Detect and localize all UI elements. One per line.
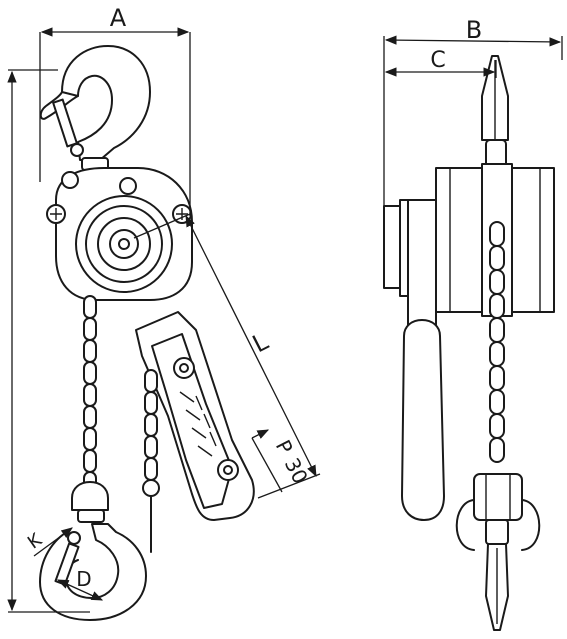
dimension-height	[7, 69, 90, 613]
dimension-d: D	[56, 567, 104, 601]
dimension-label-l: L	[248, 327, 273, 358]
dimension-a: A	[39, 4, 191, 216]
dimension-label-c: C	[430, 48, 445, 73]
hoist-body	[46, 167, 193, 301]
side-bottom-hook	[455, 473, 541, 631]
side-handle	[401, 199, 445, 521]
top-hook	[39, 45, 151, 171]
dimension-b: B	[383, 16, 563, 208]
dimension-p: P 30	[251, 429, 313, 493]
side-view: B C	[383, 16, 563, 631]
dimension-label-b: B	[466, 16, 482, 44]
side-chain	[489, 221, 505, 463]
dimension-label-d: D	[76, 567, 91, 591]
front-chain-left	[83, 295, 97, 495]
side-top-hook	[481, 55, 509, 169]
dimension-c: C	[384, 48, 497, 78]
dimension-label-a: A	[110, 4, 127, 32]
front-view: A L P 30 K D	[7, 4, 321, 621]
dimension-label-p: P	[271, 436, 298, 458]
front-chain-right	[142, 369, 160, 553]
bottom-hook	[39, 481, 147, 621]
